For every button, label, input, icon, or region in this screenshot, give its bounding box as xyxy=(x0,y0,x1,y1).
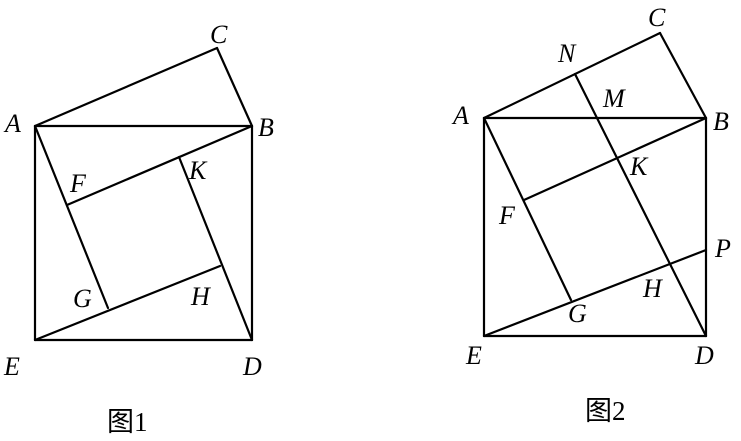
segment-CB xyxy=(215,46,254,128)
segment-BF xyxy=(522,116,708,202)
point-label-C: C xyxy=(648,3,666,32)
segment-CB xyxy=(658,31,708,120)
point-label-D: D xyxy=(694,341,714,370)
segment-AC xyxy=(482,31,662,120)
point-label-P: P xyxy=(714,234,731,263)
segment-AG xyxy=(482,116,573,302)
point-label-N: N xyxy=(557,39,577,68)
point-label-H: H xyxy=(642,274,663,303)
point-label-F: F xyxy=(69,169,87,198)
point-label-K: K xyxy=(629,152,649,181)
point-label-H: H xyxy=(190,282,211,311)
point-label-G: G xyxy=(568,299,587,328)
segment-ND xyxy=(573,72,708,338)
figure-2-caption: 图2 xyxy=(585,396,626,426)
point-label-A: A xyxy=(451,101,469,130)
segment-EP xyxy=(482,248,708,338)
figure-1: A B C D E F G H K 图1 xyxy=(3,20,274,437)
segment-AG xyxy=(33,124,110,310)
figure-1-caption: 图1 xyxy=(107,407,148,437)
point-label-B: B xyxy=(258,113,274,142)
point-label-E: E xyxy=(3,352,20,381)
point-label-A: A xyxy=(3,109,21,138)
point-label-M: M xyxy=(602,84,626,113)
segment-EH xyxy=(33,264,222,342)
point-label-C: C xyxy=(210,20,228,49)
segment-DK xyxy=(177,155,254,342)
point-label-F: F xyxy=(498,201,516,230)
figure-2: A B C D E F G H K M N P 图2 xyxy=(451,3,731,426)
point-label-K: K xyxy=(188,156,208,185)
point-label-D: D xyxy=(242,352,262,381)
point-label-E: E xyxy=(465,341,482,370)
point-label-B: B xyxy=(713,107,729,136)
segment-BF xyxy=(65,124,254,207)
segment-AC xyxy=(33,46,219,128)
point-label-G: G xyxy=(73,284,92,313)
